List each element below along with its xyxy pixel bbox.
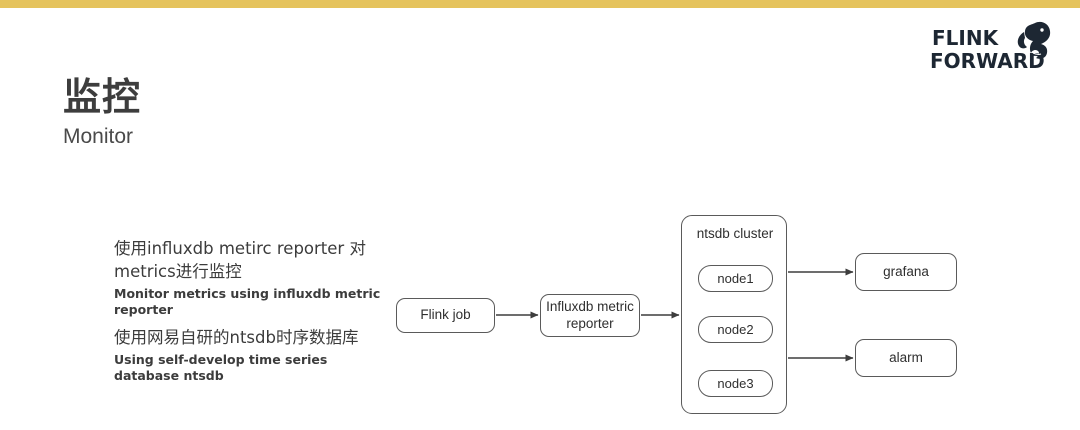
page-subtitle: Monitor bbox=[63, 124, 134, 148]
cluster-node-2: node2 bbox=[698, 316, 773, 343]
bullet-1-chinese: 使用influxdb metirc reporter 对metrics进行监控 bbox=[114, 239, 366, 281]
diagram-node-grafana: grafana bbox=[855, 253, 957, 291]
diagram-node-alarm: alarm bbox=[855, 339, 957, 377]
title-block: 监控 Monitor bbox=[63, 75, 142, 148]
bullet-2-english: Using self-develop time series database … bbox=[114, 351, 328, 384]
cluster-node-3: node3 bbox=[698, 370, 773, 397]
logo-text-flink: FLINK bbox=[932, 26, 1000, 50]
page-title: 监控 bbox=[63, 75, 142, 119]
bullet-1-english: Monitor metrics using influxdb metric re… bbox=[114, 285, 381, 318]
flink-forward-logo: FLINK FORWARD bbox=[930, 18, 1060, 78]
bullet-block-1: 使用influxdb metirc reporter 对metrics进行监控 … bbox=[114, 238, 384, 319]
diagram-node-influxdb-reporter: Influxdb metric reporter bbox=[540, 294, 640, 337]
squirrel-icon bbox=[1017, 21, 1051, 59]
logo-text-forward: FORWARD bbox=[930, 49, 1045, 73]
diagram-node-flink-job: Flink job bbox=[396, 298, 495, 333]
ntsdb-cluster-label: ntsdb cluster bbox=[696, 226, 774, 241]
bullet-block-2: 使用网易自研的ntsdb时序数据库 Using self-develop tim… bbox=[114, 327, 384, 385]
top-accent-bar bbox=[0, 0, 1080, 8]
diagram-node-ntsdb-cluster: ntsdb cluster node1 node2 node3 bbox=[681, 215, 787, 414]
bullet-2-chinese: 使用网易自研的ntsdb时序数据库 bbox=[114, 328, 359, 347]
cluster-node-1: node1 bbox=[698, 265, 773, 292]
